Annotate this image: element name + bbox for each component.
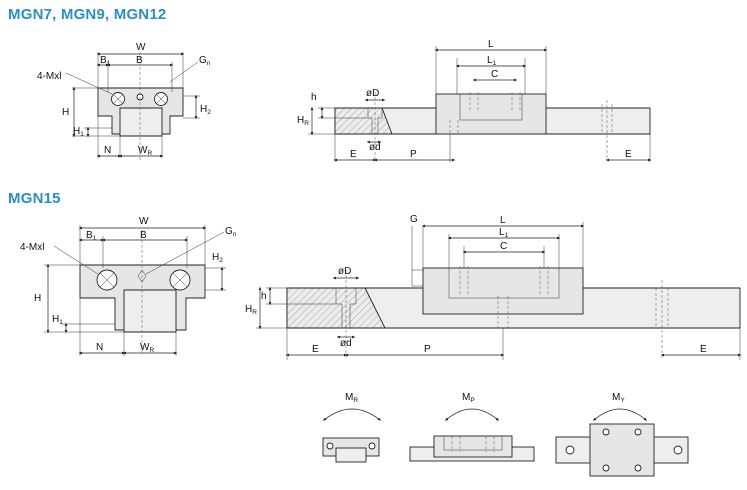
side-view-small: L L1 C øD ød h HR E P E bbox=[297, 39, 652, 162]
label-P: P bbox=[410, 149, 417, 160]
title-mgn15: MGN15 bbox=[8, 190, 61, 207]
label-H1: H1 bbox=[73, 126, 84, 138]
label-Gn: Gn bbox=[199, 55, 211, 67]
label-C: C bbox=[491, 69, 498, 80]
label-H2: H2 bbox=[200, 104, 211, 116]
end-view-small: W B1 B Gn 4-Mxl H H1 H2 N WR bbox=[37, 42, 211, 160]
label-L: L bbox=[488, 39, 494, 50]
label-MR: MR bbox=[345, 392, 358, 404]
label-W: W bbox=[136, 42, 146, 53]
label-MY: MY bbox=[612, 392, 625, 404]
label-B1-15: B1 bbox=[86, 230, 97, 242]
label-D: øD bbox=[366, 88, 379, 99]
label-H-15: H bbox=[34, 293, 41, 304]
label-E-right-15: E bbox=[700, 344, 707, 355]
label-L1: L1 bbox=[487, 55, 497, 67]
label-W-15: W bbox=[139, 216, 149, 227]
label-D-15: øD bbox=[338, 266, 351, 277]
label-h-15: h bbox=[261, 291, 267, 302]
label-H2-15: H2 bbox=[212, 252, 223, 264]
label-Gn-15: Gn bbox=[225, 226, 237, 238]
label-B-15: B bbox=[140, 230, 147, 241]
label-h: h bbox=[311, 92, 317, 103]
label-G: G bbox=[410, 214, 418, 225]
label-N-15: N bbox=[96, 342, 103, 353]
label-HR-15: HR bbox=[245, 304, 257, 316]
label-MP: MP bbox=[462, 392, 475, 404]
label-4-mxl: 4-Mxl bbox=[37, 71, 61, 82]
label-C-15: C bbox=[500, 241, 507, 252]
label-H: H bbox=[62, 107, 69, 118]
title-mgn7-9-12: MGN7, MGN9, MGN12 bbox=[8, 6, 167, 23]
label-L-15: L bbox=[500, 215, 506, 226]
label-L1-15: L1 bbox=[499, 227, 509, 239]
label-WR: WR bbox=[138, 145, 152, 157]
moment-my: MY bbox=[555, 392, 689, 477]
label-E-right: E bbox=[625, 149, 632, 160]
side-view-mgn15: G L L1 C øD ød h HR E P E bbox=[245, 214, 742, 360]
label-N: N bbox=[104, 145, 111, 156]
label-d-15: ød bbox=[340, 338, 352, 349]
label-d: ød bbox=[369, 142, 381, 153]
label-H1-15: H1 bbox=[52, 314, 63, 326]
label-4-mxl-15: 4-Mxl bbox=[20, 242, 44, 253]
label-E-left-15: E bbox=[312, 344, 319, 355]
moment-mp: MP bbox=[409, 392, 535, 462]
label-WR-15: WR bbox=[140, 342, 154, 354]
moment-mr: MR bbox=[322, 392, 382, 463]
label-P-15: P bbox=[424, 344, 431, 355]
label-HR: HR bbox=[297, 115, 309, 127]
end-view-mgn15: W B1 B Gn 4-Mxl H2 H H1 N WR bbox=[20, 216, 237, 356]
label-B: B bbox=[136, 55, 143, 66]
label-E-left: E bbox=[350, 149, 357, 160]
label-B1: B1 bbox=[100, 55, 111, 67]
